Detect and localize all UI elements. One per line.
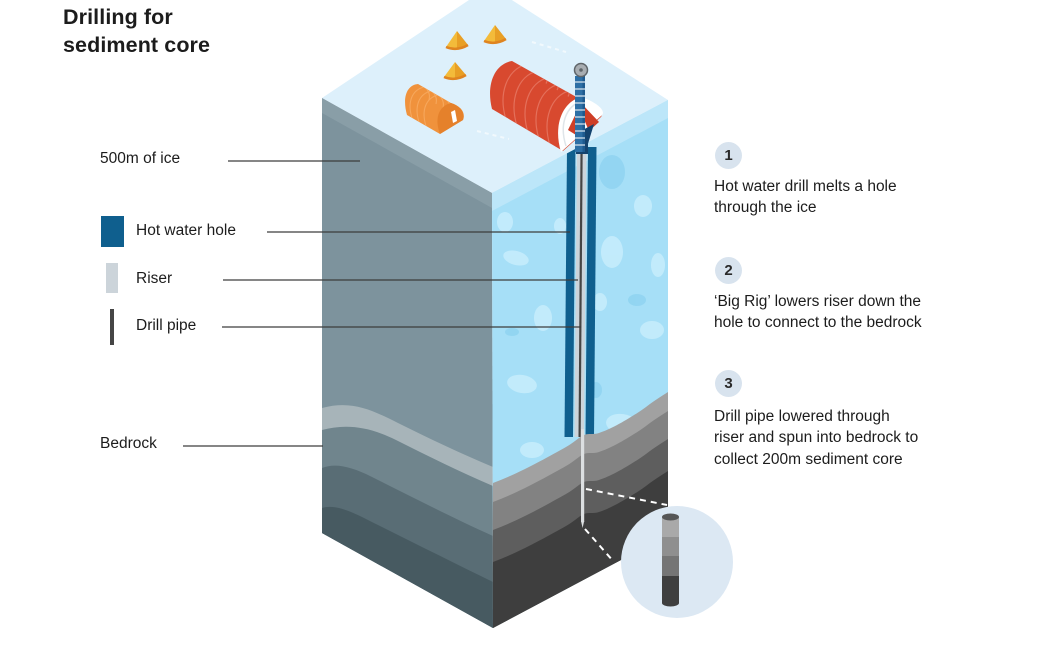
magnifier-dash-lines	[584, 488, 668, 563]
legend-swatch-drill-pipe	[110, 309, 114, 345]
tent	[445, 31, 469, 51]
bedrock-left-face	[322, 405, 493, 628]
snow-track-marks	[476, 41, 567, 140]
rig-interior-shadow	[577, 124, 594, 147]
label-drill-pipe: Drill pipe	[136, 317, 197, 334]
step-3-text: Drill pipe lowered through riser and spu…	[714, 408, 919, 468]
drill-pipe	[578, 147, 583, 437]
page-title: Drilling for sediment core	[63, 5, 211, 57]
core-sample-inset	[621, 506, 733, 618]
label-riser: Riser	[136, 270, 173, 287]
bedrock-right-face	[492, 392, 668, 628]
tent	[483, 25, 507, 45]
label-bedrock: Bedrock	[100, 435, 157, 452]
left-face-top-highlight	[322, 98, 492, 208]
storage-hut	[405, 84, 464, 134]
step-2-badge: 2	[715, 257, 742, 284]
hut-door	[451, 110, 457, 123]
ice-left-face	[322, 98, 493, 628]
sediment-core-cylinder	[662, 513, 679, 607]
step-3-badge: 3	[715, 370, 742, 397]
mast-pulley-hub	[579, 68, 583, 72]
legend-swatch-riser	[106, 263, 118, 293]
step-2-text: ‘Big Rig’ lowers riser down the hole to …	[714, 293, 922, 332]
step-1-text: Hot water drill melts a hole through the…	[714, 178, 897, 217]
tent	[443, 62, 467, 81]
step-1-badge: 1	[715, 142, 742, 169]
drill-pipe-in-bedrock	[581, 429, 585, 528]
legend-swatch-hot-water-hole	[101, 216, 124, 247]
hot-water-hole	[564, 147, 597, 437]
label-hot-water-hole: Hot water hole	[136, 222, 236, 239]
ice-texture-deep-blotches	[505, 155, 646, 398]
label-lines	[183, 160, 581, 447]
drill-mast	[573, 62, 589, 152]
label-ice: 500m of ice	[100, 150, 181, 167]
tents	[443, 25, 507, 81]
big-rig-building	[490, 61, 603, 154]
hut-end-cap	[437, 103, 464, 134]
